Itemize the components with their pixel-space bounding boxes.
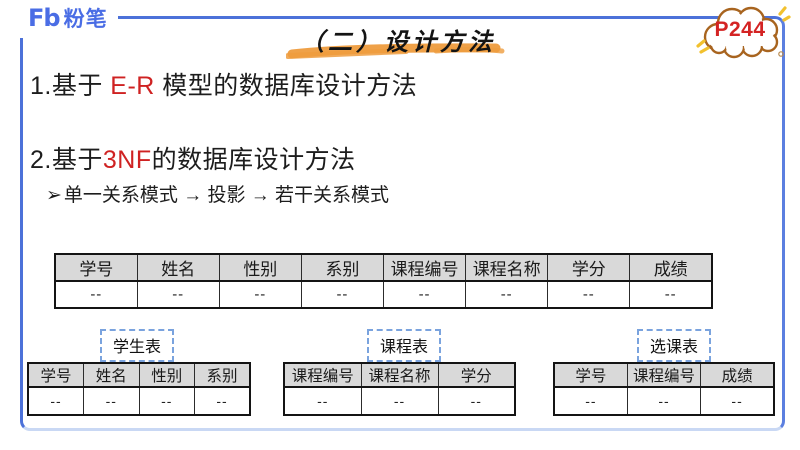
header-cell: 学号 bbox=[54, 253, 138, 282]
table-row: -- -- -- -- -- -- -- -- bbox=[54, 280, 713, 309]
table-row: -- -- -- bbox=[283, 386, 516, 416]
data-cell: -- bbox=[626, 386, 702, 416]
list-item-er-method: 1.基于 E-R 模型的数据库设计方法 bbox=[30, 66, 417, 102]
page-number-label: P244 bbox=[714, 18, 766, 41]
data-cell: -- bbox=[194, 386, 251, 416]
item2-accent: 3NF bbox=[102, 146, 152, 174]
item2-prefix: 2.基于 bbox=[30, 146, 103, 174]
data-cell: -- bbox=[136, 280, 220, 309]
table-row: -- -- -- -- bbox=[27, 386, 251, 416]
fenbi-logo: Fb 粉笔 bbox=[28, 3, 108, 33]
table-header-row: 学号 姓名 性别 系别 bbox=[27, 362, 251, 388]
header-cell: 系别 bbox=[300, 253, 385, 282]
data-cell: -- bbox=[54, 280, 138, 309]
fenbi-logo-label: 粉笔 bbox=[63, 8, 108, 31]
header-cell: 学号 bbox=[27, 362, 84, 388]
header-cell: 姓名 bbox=[83, 362, 140, 388]
course-table-label: 课程表 bbox=[367, 329, 442, 362]
student-table-label: 学生表 bbox=[100, 329, 175, 362]
header-cell: 成绩 bbox=[629, 253, 713, 282]
header-cell: 课程名称 bbox=[465, 253, 549, 282]
data-cell: -- bbox=[27, 386, 84, 416]
table-header-row: 课程编号 课程名称 学分 bbox=[283, 362, 516, 388]
data-cell: -- bbox=[629, 280, 713, 309]
data-cell: -- bbox=[218, 280, 302, 309]
page-title: （二）设计方法 bbox=[300, 30, 496, 56]
data-cell: -- bbox=[700, 386, 775, 416]
arrow-bullet-icon: ➢ bbox=[46, 185, 62, 206]
title-highlight-icon bbox=[286, 43, 505, 59]
bullet-text: 单一关系模式 → 投影 → 若干关系模式 bbox=[63, 185, 390, 206]
list-item-3nf-method: 2.基于3NF的数据库设计方法 bbox=[30, 140, 356, 176]
student-table: 学号 姓名 性别 系别 -- -- -- -- bbox=[27, 362, 251, 416]
sparkle-icon bbox=[696, 6, 791, 54]
data-cell: -- bbox=[138, 386, 195, 416]
data-cell: -- bbox=[553, 386, 628, 416]
merged-relation-table: 学号 姓名 性别 系别 课程编号 课程名称 学分 成绩 -- -- -- -- … bbox=[54, 253, 713, 309]
table-header-row: 学号 姓名 性别 系别 课程编号 课程名称 学分 成绩 bbox=[54, 253, 713, 282]
frame-logo-gap bbox=[17, 12, 118, 38]
item1-accent: E-R bbox=[110, 72, 155, 100]
header-cell: 课程编号 bbox=[626, 362, 702, 388]
data-cell: -- bbox=[465, 280, 549, 309]
data-cell: -- bbox=[360, 386, 439, 416]
table-header-row: 学号 课程编号 成绩 bbox=[553, 362, 775, 388]
item2-suffix: 的数据库设计方法 bbox=[151, 146, 356, 174]
bullet-item: ➢单一关系模式 → 投影 → 若干关系模式 bbox=[46, 180, 389, 207]
header-cell: 性别 bbox=[218, 253, 302, 282]
data-cell: -- bbox=[382, 280, 467, 309]
header-cell: 学分 bbox=[547, 253, 631, 282]
header-cell: 学分 bbox=[437, 362, 516, 388]
fenbi-logo-icon: Fb bbox=[28, 4, 61, 32]
title-block: （二）设计方法 bbox=[286, 20, 506, 62]
header-cell: 课程编号 bbox=[283, 362, 362, 388]
cloud-badge-icon bbox=[696, 6, 791, 59]
enrollment-table: 学号 课程编号 成绩 -- -- -- bbox=[553, 362, 775, 416]
data-cell: -- bbox=[547, 280, 631, 309]
data-cell: -- bbox=[283, 386, 362, 416]
course-table: 课程编号 课程名称 学分 -- -- -- bbox=[283, 362, 516, 416]
content-frame bbox=[20, 16, 785, 431]
item1-prefix: 1.基于 bbox=[30, 72, 111, 100]
header-cell: 姓名 bbox=[136, 253, 220, 282]
page-number-badge: P244 bbox=[688, 4, 792, 62]
enrollment-table-label: 选课表 bbox=[637, 329, 712, 362]
header-cell: 系别 bbox=[194, 362, 251, 388]
table-row: -- -- -- bbox=[553, 386, 775, 416]
header-cell: 课程编号 bbox=[382, 253, 467, 282]
data-cell: -- bbox=[437, 386, 516, 416]
header-cell: 性别 bbox=[138, 362, 195, 388]
header-cell: 课程名称 bbox=[360, 362, 439, 388]
header-cell: 学号 bbox=[553, 362, 628, 388]
header-cell: 成绩 bbox=[700, 362, 775, 388]
data-cell: -- bbox=[300, 280, 385, 309]
data-cell: -- bbox=[83, 386, 140, 416]
item1-suffix: 模型的数据库设计方法 bbox=[154, 72, 418, 100]
